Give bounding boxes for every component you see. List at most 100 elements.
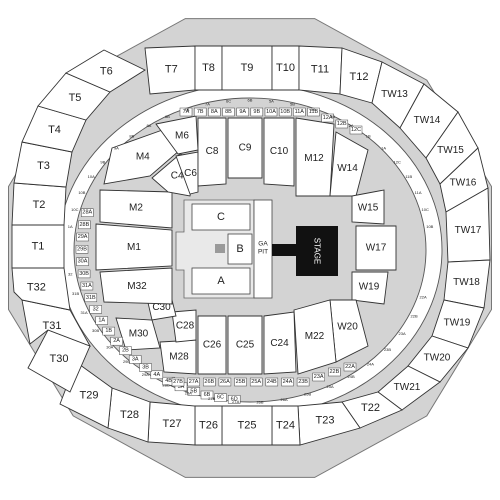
section-label-m32: M32 xyxy=(127,281,147,292)
section-m4[interactable] xyxy=(103,127,181,185)
left-row-label-5: 4B xyxy=(165,378,172,384)
section-label-t28: T28 xyxy=(120,409,139,421)
left-row-label-15: 31A xyxy=(82,283,92,289)
bottom-row-box-2[interactable] xyxy=(203,377,216,387)
left-row-box-2[interactable] xyxy=(200,390,214,400)
left-row-box-13[interactable] xyxy=(89,305,102,314)
bottom-row-box-11[interactable] xyxy=(343,362,357,372)
floor-section-a[interactable] xyxy=(191,267,251,295)
left-row-box-12[interactable] xyxy=(95,316,108,325)
top-row-box-5[interactable] xyxy=(250,107,264,117)
ring-top-label-11: 6C xyxy=(226,99,231,104)
left-row-box-10[interactable] xyxy=(110,336,123,346)
left-row-box-11[interactable] xyxy=(102,326,115,336)
ring-bottom-label-12: 26A xyxy=(281,397,288,402)
left-row-box-15[interactable] xyxy=(80,281,94,291)
left-row-box-6[interactable] xyxy=(150,370,164,380)
section-c28[interactable] xyxy=(171,309,197,343)
top-row-box-4[interactable] xyxy=(236,107,249,117)
bottom-row-box-4[interactable] xyxy=(234,377,247,387)
section-c10[interactable] xyxy=(263,117,295,187)
section-label-tw17: TW17 xyxy=(455,225,482,236)
section-c24[interactable] xyxy=(263,311,297,375)
section-label-tw20: TW20 xyxy=(424,353,451,364)
bottom-row-box-0[interactable] xyxy=(171,377,185,387)
section-label-t30: T30 xyxy=(50,353,69,365)
mixing-desk-marker xyxy=(215,244,225,253)
left-row-box-7[interactable] xyxy=(139,363,152,372)
bottom-row-box-3[interactable] xyxy=(218,377,232,387)
section-label-t4: T4 xyxy=(48,124,61,136)
top-row-box-3[interactable] xyxy=(222,107,235,117)
left-row-box-0[interactable] xyxy=(227,395,241,404)
top-row-box-2[interactable] xyxy=(208,107,221,117)
section-t6[interactable] xyxy=(65,49,146,93)
left-row-label-4: 5A xyxy=(178,384,185,390)
section-label-tw13: TW13 xyxy=(381,89,408,100)
section-c26[interactable] xyxy=(197,315,227,375)
section-m2[interactable] xyxy=(99,189,173,229)
bottom-row-box-5[interactable] xyxy=(249,377,263,387)
section-c25[interactable] xyxy=(227,315,263,375)
floor-section-b[interactable] xyxy=(227,233,253,265)
top-row-label-0: 7A xyxy=(183,109,190,115)
bottom-row-label-11: 22A xyxy=(345,364,355,370)
floor-label-c: C xyxy=(217,211,225,223)
left-row-box-1[interactable] xyxy=(214,393,227,402)
left-row-label-8: 3A xyxy=(132,357,139,363)
left-row-box-19[interactable] xyxy=(76,232,89,242)
section-label-t2: T2 xyxy=(33,199,46,211)
top-row-box-6[interactable] xyxy=(264,107,278,117)
section-label-m2: M2 xyxy=(129,203,143,214)
top-row-box-0[interactable] xyxy=(179,107,193,117)
left-row-box-20[interactable] xyxy=(78,220,91,230)
ring-top-label-10: 7A xyxy=(205,102,210,107)
top-row-box-7[interactable] xyxy=(278,107,292,117)
left-row-box-17[interactable] xyxy=(76,257,89,266)
stage-label: STAGE xyxy=(313,238,322,265)
bottom-row-box-1[interactable] xyxy=(187,377,200,387)
left-row-label-19: 29A xyxy=(78,234,88,240)
ring-bottom-label-7: 28B xyxy=(163,382,170,387)
section-label-m12: M12 xyxy=(304,153,324,164)
section-t32[interactable] xyxy=(11,267,71,311)
ring-top-label-2: 10B xyxy=(78,190,85,195)
top-row-box-11[interactable] xyxy=(335,119,349,129)
section-m22[interactable] xyxy=(293,299,337,375)
left-row-box-9[interactable] xyxy=(119,346,132,355)
section-w15[interactable] xyxy=(351,189,385,225)
bottom-row-box-10[interactable] xyxy=(328,367,341,377)
section-label-c8: C8 xyxy=(206,146,219,157)
section-m1[interactable] xyxy=(95,223,173,271)
ring-top-label-7: 8A xyxy=(146,123,151,128)
left-row-box-8[interactable] xyxy=(128,355,142,364)
left-row-box-3[interactable] xyxy=(187,387,201,396)
left-row-box-21[interactable] xyxy=(81,208,94,217)
bottom-row-box-6[interactable] xyxy=(265,377,279,387)
ring-bottom-label-3: 30B xyxy=(92,328,99,333)
section-w19[interactable] xyxy=(351,271,389,305)
top-row-box-10[interactable] xyxy=(321,113,334,123)
section-label-c30: C30 xyxy=(152,302,171,313)
section-m32[interactable] xyxy=(99,267,173,305)
top-row-box-9[interactable] xyxy=(307,107,320,117)
section-label-c25: C25 xyxy=(236,340,255,351)
top-row-box-8[interactable] xyxy=(293,107,306,117)
bottom-row-label-0: 27B xyxy=(173,379,183,385)
ring-bottom-label-17: 23B xyxy=(384,347,391,352)
left-row-box-14[interactable] xyxy=(84,293,98,303)
section-c6[interactable] xyxy=(175,151,199,195)
left-row-box-18[interactable] xyxy=(75,245,89,254)
section-c8[interactable] xyxy=(197,117,227,187)
bottom-row-box-9[interactable] xyxy=(312,372,325,382)
floor-section-c[interactable] xyxy=(191,203,251,231)
top-row-box-1[interactable] xyxy=(193,107,207,117)
left-row-box-16[interactable] xyxy=(77,269,91,279)
bottom-row-box-8[interactable] xyxy=(296,377,310,387)
section-w17[interactable] xyxy=(355,225,397,271)
section-c9[interactable] xyxy=(227,117,263,179)
top-row-box-12[interactable] xyxy=(349,125,363,135)
bottom-row-box-7[interactable] xyxy=(281,377,294,387)
section-label-t3: T3 xyxy=(37,160,50,172)
